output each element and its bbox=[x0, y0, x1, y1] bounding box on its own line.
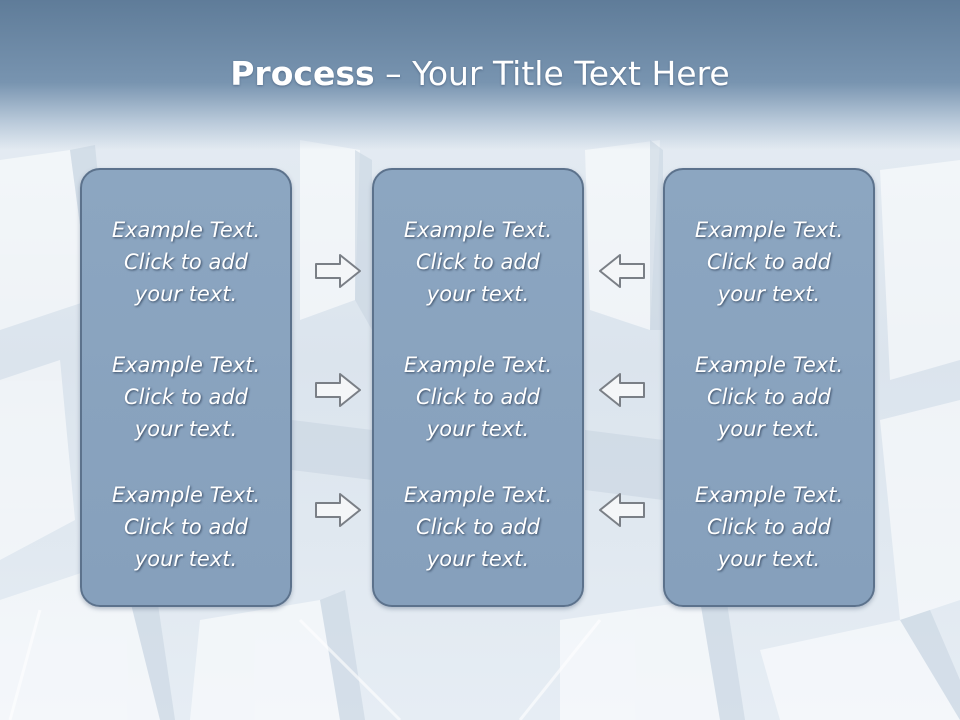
text-line: Example Text. bbox=[403, 218, 553, 242]
text-line: your text. bbox=[426, 282, 530, 306]
text-block[interactable]: Example Text. Click to add your text. bbox=[82, 479, 290, 575]
text-block[interactable]: Example Text. Click to add your text. bbox=[374, 214, 582, 310]
text-line: your text. bbox=[426, 417, 530, 441]
right-arrow-icon bbox=[315, 493, 361, 527]
page-title[interactable]: Process – Your Title Text Here bbox=[0, 52, 960, 96]
text-block[interactable]: Example Text. Click to add your text. bbox=[374, 349, 582, 445]
title-rest: – Your Title Text Here bbox=[374, 54, 730, 93]
process-box-right[interactable]: Example Text. Click to add your text. Ex… bbox=[663, 168, 875, 607]
text-line: your text. bbox=[717, 547, 821, 571]
text-line: Example Text. bbox=[111, 353, 261, 377]
text-line: your text. bbox=[717, 282, 821, 306]
text-line: your text. bbox=[134, 547, 238, 571]
left-arrow-icon bbox=[599, 493, 645, 527]
text-line: Example Text. bbox=[111, 483, 261, 507]
text-line: your text. bbox=[134, 282, 238, 306]
text-block[interactable]: Example Text. Click to add your text. bbox=[665, 349, 873, 445]
text-block[interactable]: Example Text. Click to add your text. bbox=[665, 214, 873, 310]
text-line: Click to add bbox=[123, 515, 248, 539]
header-band bbox=[0, 0, 960, 150]
right-arrow-icon bbox=[315, 254, 361, 288]
text-line: Example Text. bbox=[694, 218, 844, 242]
text-line: Example Text. bbox=[111, 218, 261, 242]
process-box-left[interactable]: Example Text. Click to add your text. Ex… bbox=[80, 168, 292, 607]
text-block[interactable]: Example Text. Click to add your text. bbox=[665, 479, 873, 575]
text-line: Example Text. bbox=[694, 353, 844, 377]
text-line: Click to add bbox=[706, 385, 831, 409]
text-line: your text. bbox=[426, 547, 530, 571]
text-block[interactable]: Example Text. Click to add your text. bbox=[374, 479, 582, 575]
right-arrow-icon bbox=[315, 373, 361, 407]
text-block[interactable]: Example Text. Click to add your text. bbox=[82, 349, 290, 445]
text-line: Click to add bbox=[123, 250, 248, 274]
text-line: Click to add bbox=[706, 515, 831, 539]
text-line: Example Text. bbox=[403, 353, 553, 377]
text-line: your text. bbox=[717, 417, 821, 441]
text-line: Click to add bbox=[706, 250, 831, 274]
text-line: Click to add bbox=[415, 385, 540, 409]
text-line: Example Text. bbox=[694, 483, 844, 507]
text-line: Click to add bbox=[123, 385, 248, 409]
text-line: your text. bbox=[134, 417, 238, 441]
text-line: Click to add bbox=[415, 515, 540, 539]
left-arrow-icon bbox=[599, 254, 645, 288]
process-box-middle[interactable]: Example Text. Click to add your text. Ex… bbox=[372, 168, 584, 607]
left-arrow-icon bbox=[599, 373, 645, 407]
title-bold: Process bbox=[230, 54, 375, 93]
text-line: Example Text. bbox=[403, 483, 553, 507]
text-block[interactable]: Example Text. Click to add your text. bbox=[82, 214, 290, 310]
text-line: Click to add bbox=[415, 250, 540, 274]
